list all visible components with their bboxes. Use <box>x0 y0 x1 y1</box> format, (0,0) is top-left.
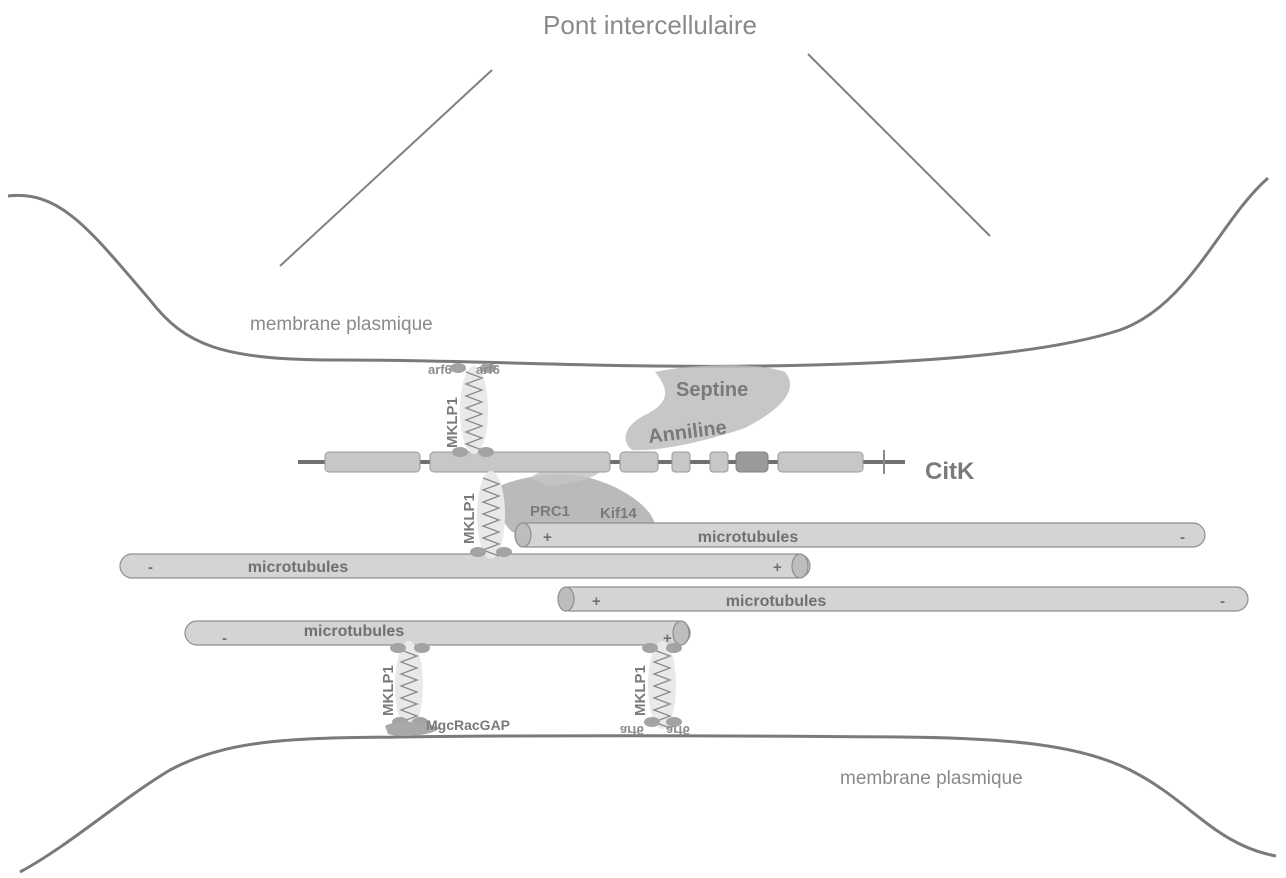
arf6-bottom-left-label: arf6 <box>620 723 644 738</box>
mklp1-bottom-right-label: MKLP1 <box>632 665 649 716</box>
top-membrane-label: membrane plasmique <box>250 314 433 335</box>
mgcracgap-blob <box>385 721 440 736</box>
citk-protein <box>298 450 905 474</box>
mklp1-middle-label: MKLP1 <box>461 493 478 544</box>
microtubule-2-right-sign: + <box>773 559 782 576</box>
kif14-label: Kif14 <box>600 505 637 522</box>
mklp1-motor-top: MKLP1 arf6 arf6 <box>428 362 500 457</box>
microtubule-1: + microtubules - <box>514 522 1206 548</box>
arf6-bottom-right-label: arf6 <box>666 723 690 738</box>
microtubule-3-left-sign: + <box>592 593 601 610</box>
kif14-tail <box>530 468 600 486</box>
diagram-title: Pont intercellulaire <box>543 10 757 40</box>
microtubule-3-right-sign: - <box>1220 593 1225 610</box>
citk-label: CitK <box>925 458 975 485</box>
title-pointer-right <box>807 53 991 237</box>
arf6-top-right-label: arf6 <box>476 362 500 377</box>
title-pointer-left <box>279 69 493 267</box>
microtubule-1-left-sign: + <box>543 529 552 546</box>
mklp1-top-label: MKLP1 <box>444 397 461 448</box>
microtubule-2-label: microtubules <box>248 559 349 576</box>
microtubule-4-right-sign: + <box>663 630 672 647</box>
mgcracgap-label: MgcRacGAP <box>426 717 510 733</box>
top-plasma-membrane <box>7 176 1269 368</box>
microtubule-1-label: microtubules <box>698 529 799 546</box>
septine-label: Septine <box>676 379 748 401</box>
mklp1-bottom-left-label: MKLP1 <box>380 665 397 716</box>
microtubule-4: - microtubules + <box>184 620 691 647</box>
microtubule-3-label: microtubules <box>726 593 827 610</box>
microtubule-1-right-sign: - <box>1180 529 1185 546</box>
microtubule-4-label: microtubules <box>304 623 405 640</box>
microtubule-4-left-sign: - <box>222 630 227 647</box>
prc1-kif14-complex <box>494 474 655 534</box>
bottom-membrane-label: membrane plasmique <box>840 768 1023 789</box>
microtubule-2: - microtubules + <box>119 553 811 579</box>
microtubule-2-left-sign: - <box>148 559 153 576</box>
prc1-label: PRC1 <box>530 503 570 520</box>
mklp1-motor-bottom-left: MKLP1 MgcRacGAP <box>380 641 510 736</box>
mklp1-motor-middle: MKLP1 <box>461 471 512 559</box>
bottom-plasma-membrane <box>19 734 1277 874</box>
microtubule-3: + microtubules - <box>557 586 1249 612</box>
mklp1-motor-bottom-right: MKLP1 arf6 arf6 <box>620 641 690 738</box>
septine-anniline-complex <box>625 365 791 451</box>
arf6-top-left-label: arf6 <box>428 362 452 377</box>
